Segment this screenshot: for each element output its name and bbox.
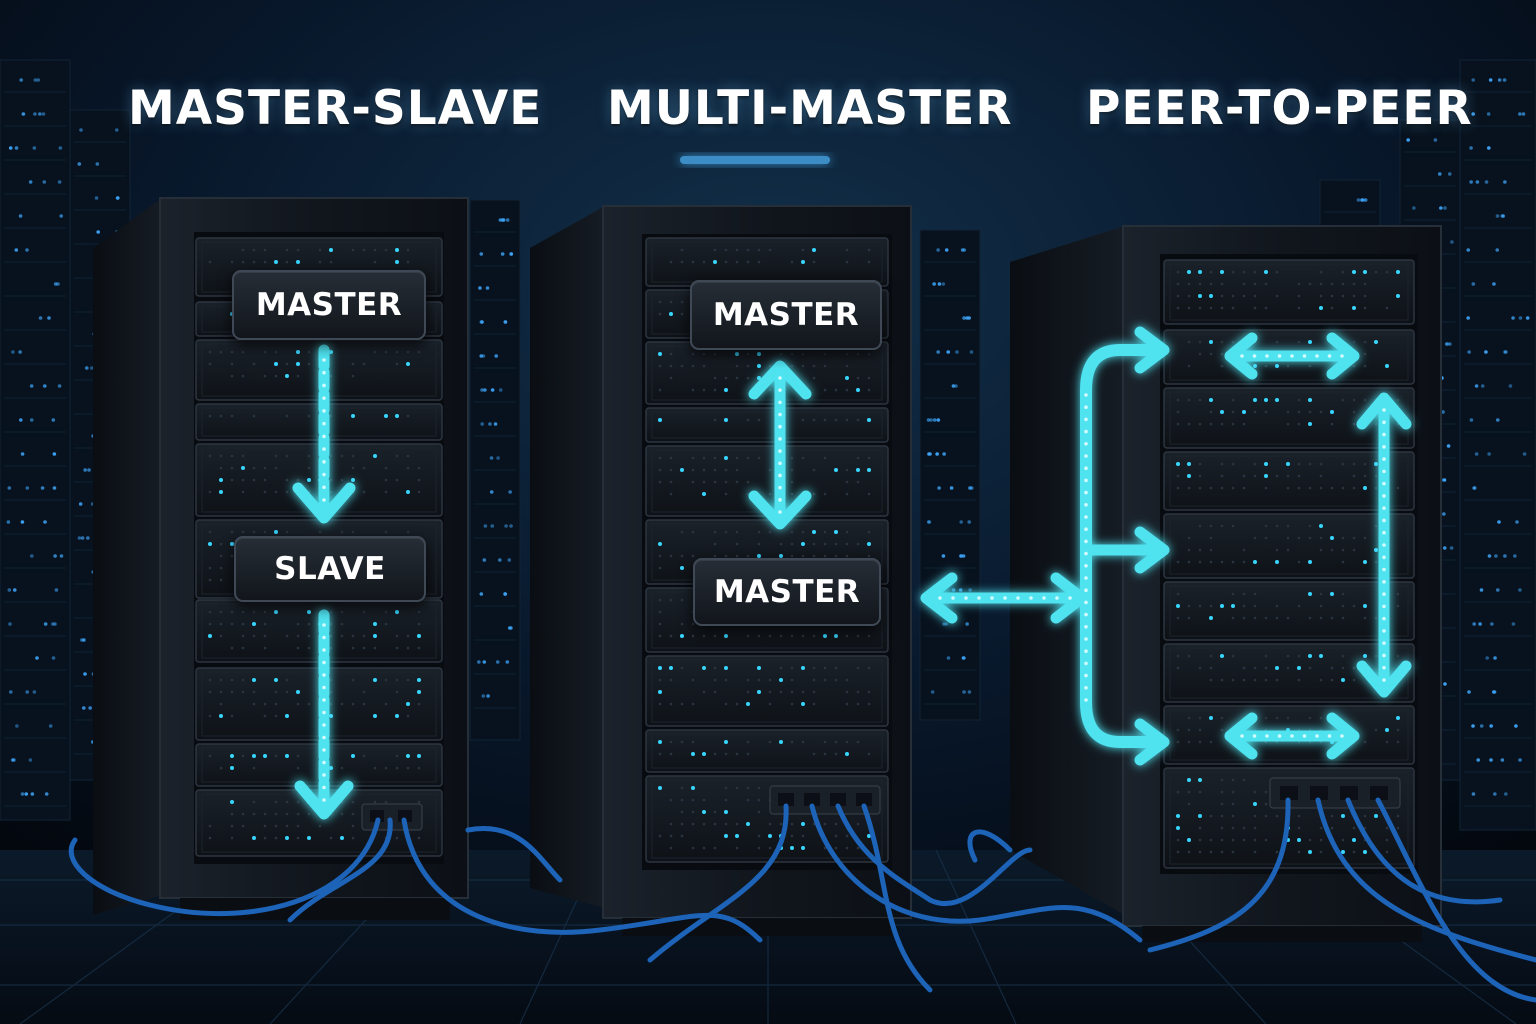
rack-multi-master — [530, 205, 912, 936]
title-multi-master: MULTI-MASTER — [607, 81, 1013, 136]
port-panel-3 — [1269, 777, 1401, 809]
rack-peer-to-peer — [1010, 225, 1442, 942]
arrow-master-master-head-up — [748, 360, 812, 400]
title-peer-to-peer: PEER-TO-PEER — [1086, 81, 1473, 136]
port-panel-2 — [769, 785, 881, 815]
arrow-sparkles — [322, 354, 1386, 802]
arrow-master-to-slave-head — [292, 482, 356, 524]
title-master-slave: MASTER-SLAVE — [128, 81, 543, 136]
node-label-slave: SLAVE — [234, 536, 426, 602]
arrow-peer-bus-top-head — [1134, 326, 1170, 374]
node-label-master-1: MASTER — [690, 280, 882, 350]
arrow-master-master-head-down — [748, 490, 812, 530]
arrow-peer-bus-mid-head — [1134, 526, 1170, 574]
network-cables — [68, 797, 1536, 1003]
arrow-peer-bus-bottom-head — [1134, 718, 1170, 766]
node-label-master: MASTER — [232, 270, 426, 340]
arrow-cross-cluster-left-head — [920, 572, 958, 624]
arrow-slave-to-backend-head — [294, 780, 354, 820]
ceiling-light — [680, 156, 830, 164]
node-label-master-2: MASTER — [693, 558, 881, 626]
